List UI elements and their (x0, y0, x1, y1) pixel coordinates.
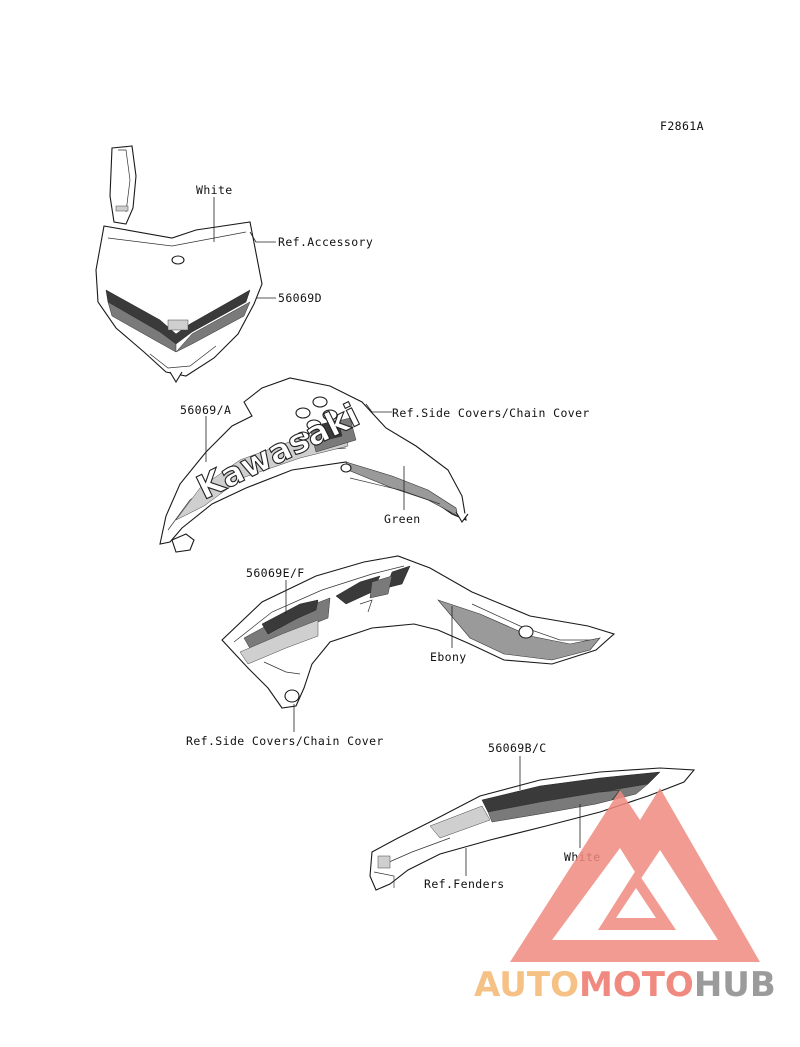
label-part-56069ef: 56069E/F (246, 566, 305, 580)
label-part-56069d: 56069D (278, 291, 322, 305)
watermark-moto: MOTO (579, 965, 694, 1005)
watermark-hub: HUB (694, 965, 776, 1005)
label-part-56069a: 56069/A (180, 403, 231, 417)
label-white-top: White (196, 183, 233, 197)
label-part-56069bc: 56069B/C (488, 741, 547, 755)
figure-code: F2861A (660, 119, 704, 133)
watermark-auto: AUTO (474, 965, 579, 1005)
front-number-plate (95, 145, 263, 384)
leader-ref-accessory (249, 231, 276, 243)
label-ebony: Ebony (430, 650, 467, 664)
label-green: Green (384, 512, 421, 526)
label-ref-side-covers-1: Ref.Side Covers/Chain Cover (392, 406, 590, 420)
side-cover (221, 555, 616, 709)
watermark-logo-icon (510, 788, 760, 962)
label-ref-fenders: Ref.Fenders (424, 877, 505, 891)
leader-ref-side-covers-1 (365, 403, 392, 413)
label-ref-accessory: Ref.Accessory (278, 235, 373, 249)
label-ref-side-covers-2: Ref.Side Covers/Chain Cover (186, 734, 384, 748)
watermark-text: AUTOMOTOHUB (474, 965, 776, 1005)
rear-fender (369, 767, 696, 891)
